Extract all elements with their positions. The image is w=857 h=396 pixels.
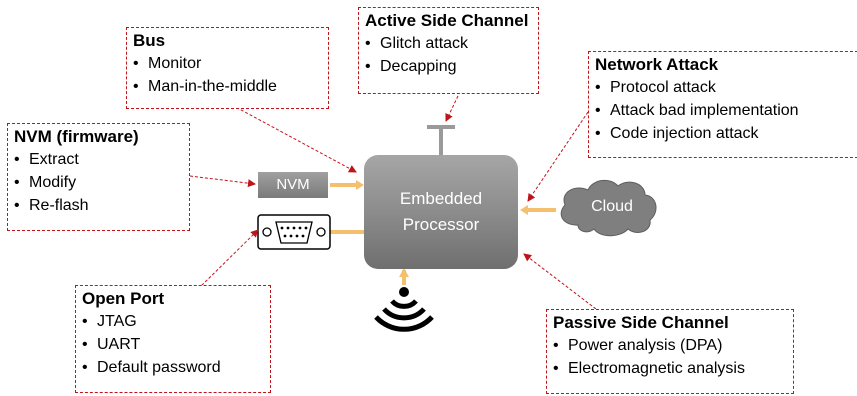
active-side-channel-callout: Active Side Channel Glitch attack Decapp…	[358, 7, 539, 94]
network-attack-callout: Network Attack Protocol attack Attack ba…	[588, 51, 857, 158]
nvm-firmware-item: Extract	[14, 148, 189, 171]
nvm-firmware-title: NVM (firmware)	[14, 127, 139, 146]
nvm-firmware-item: Re-flash	[14, 194, 189, 217]
active-side-channel-item: Glitch attack	[365, 32, 538, 55]
nvm-firmware-callout: NVM (firmware) Extract Modify Re-flash	[7, 123, 190, 231]
bus-callout: Bus Monitor Man-in-the-middle	[126, 27, 329, 109]
open-port-item: JTAG	[82, 310, 270, 333]
bus-item: Man-in-the-middle	[133, 75, 328, 98]
wireless-connector	[399, 268, 409, 285]
bus-item: Monitor	[133, 52, 328, 75]
processor-label-line1: Embedded	[399, 189, 483, 208]
network-attack-item: Protocol attack	[595, 76, 857, 99]
active-side-channel-title: Active Side Channel	[365, 11, 529, 30]
passive-side-channel-item: Electromagnetic analysis	[553, 357, 793, 380]
callout-lines	[189, 95, 597, 310]
embedded-processor: Embedded Processor	[364, 155, 518, 269]
cloud-label: Cloud	[591, 198, 633, 215]
open-port-item: Default password	[82, 356, 270, 379]
cloud-icon	[560, 179, 657, 237]
open-port-callout: Open Port JTAG UART Default password	[75, 285, 271, 393]
nvm-chip: NVM	[258, 172, 328, 198]
nvm-connector	[330, 180, 364, 190]
antenna-icon	[427, 125, 455, 155]
passive-side-channel-title: Passive Side Channel	[553, 313, 729, 332]
serial-port-icon	[257, 214, 331, 250]
active-side-channel-item: Decapping	[365, 55, 538, 78]
bus-title: Bus	[133, 31, 166, 50]
passive-side-channel-item: Power analysis (DPA)	[553, 334, 793, 357]
wireless-signal-icon	[374, 287, 434, 332]
open-port-title: Open Port	[82, 289, 165, 308]
passive-side-channel-callout: Passive Side Channel Power analysis (DPA…	[546, 309, 794, 394]
network-attack-item: Attack bad implementation	[595, 99, 857, 122]
cloud-connector	[520, 205, 556, 215]
nvm-firmware-item: Modify	[14, 171, 189, 194]
processor-label-line2: Processor	[402, 215, 480, 234]
network-attack-item: Code injection attack	[595, 122, 857, 145]
network-attack-title: Network Attack	[595, 55, 719, 74]
open-port-item: UART	[82, 333, 270, 356]
